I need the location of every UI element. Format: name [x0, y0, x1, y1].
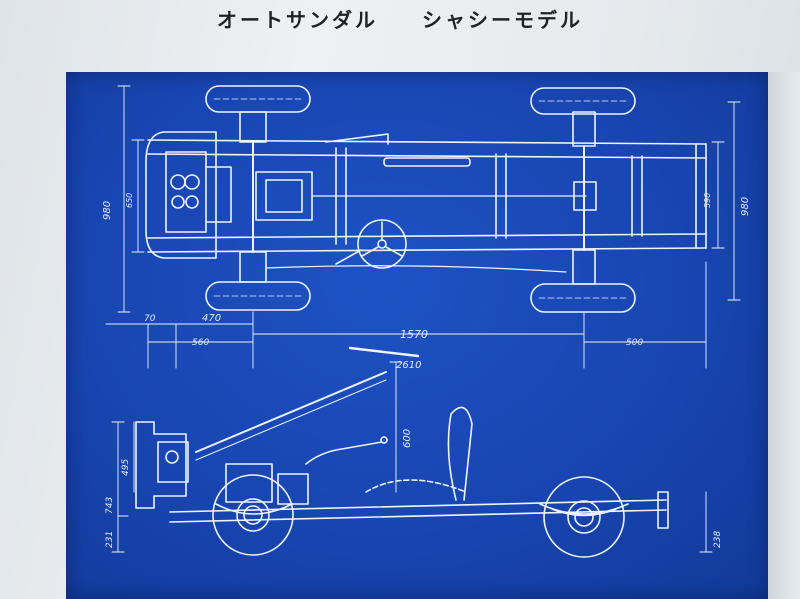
top-horizontal-dims	[105, 261, 707, 369]
steering-wheel-side	[348, 346, 420, 358]
chassis-drawing: 980 650 590 980 70 470 560 1570 500 2610…	[102, 85, 751, 558]
engine-block-top	[165, 151, 207, 233]
dim-70: 70	[144, 314, 156, 324]
dim-500: 500	[626, 338, 643, 348]
front-nose	[145, 131, 217, 259]
rear-left-wheel	[530, 87, 636, 115]
seat-back	[450, 406, 473, 501]
front-right-wheel	[205, 281, 311, 311]
dim-238: 238	[713, 531, 723, 548]
page-title: オートサンダル シャシーモデル	[0, 4, 800, 33]
engine-block-side	[135, 421, 187, 509]
dim-width-right: 980	[740, 197, 751, 216]
dim-560: 560	[192, 338, 209, 348]
gearbox-side	[225, 463, 273, 503]
dim-width-left: 980	[102, 201, 113, 220]
front-knuckle-left	[239, 111, 267, 143]
steering-wheel-top	[357, 219, 407, 269]
front-left-wheel	[205, 85, 311, 113]
paper-edge	[768, 72, 800, 599]
top-view	[105, 85, 741, 369]
dim-width-inner-left: 650	[125, 193, 134, 208]
front-wheel-side	[212, 474, 294, 556]
dim-231: 231	[105, 531, 115, 548]
frame-rails	[147, 139, 707, 253]
dim-743: 743	[105, 497, 115, 514]
steering-column	[195, 371, 387, 453]
dim-width-inner-right: 590	[703, 193, 712, 208]
exhaust-pipe	[383, 157, 471, 167]
frame-side	[169, 499, 667, 523]
blueprint-board: 980 650 590 980 70 470 560 1570 500 2610…	[66, 72, 768, 599]
rear-wheel-side	[543, 476, 625, 558]
dim-600: 600	[402, 429, 413, 448]
top-left-dims	[117, 85, 145, 313]
dim-1570: 1570	[400, 328, 428, 341]
side-dims	[111, 361, 713, 553]
rear-right-wheel	[530, 283, 636, 313]
title-right: シャシーモデル	[422, 8, 583, 32]
rear-hub-right	[572, 249, 596, 285]
front-knuckle-right	[239, 251, 267, 283]
rear-hub-left	[572, 111, 596, 147]
side-view	[111, 346, 713, 558]
title-left: オートサンダル	[217, 8, 378, 32]
dim-495: 495	[121, 459, 131, 476]
cross-member-rear	[631, 155, 643, 237]
dim-470: 470	[202, 313, 221, 324]
dim-2610: 2610	[396, 360, 421, 371]
top-right-dims	[711, 101, 741, 301]
